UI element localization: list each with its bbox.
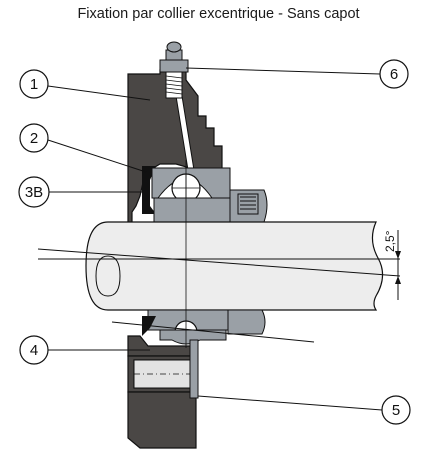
dim-arrow-bottom: [395, 276, 401, 284]
svg-text:3B: 3B: [25, 184, 43, 201]
seal-3b: [142, 166, 156, 214]
dim-arrow-top: [395, 251, 401, 259]
bolt-head: [189, 339, 199, 399]
svg-text:4: 4: [30, 342, 38, 359]
nipple-thread-lines: [165, 75, 183, 95]
grease-nipple-head: [166, 41, 182, 53]
callout-4: 4: [19, 335, 49, 365]
callout-2: 2: [19, 123, 49, 153]
housing-foot: [127, 391, 197, 449]
svg-text:6: 6: [390, 66, 398, 83]
grease-nipple-body: [159, 59, 189, 73]
callout-5: 5: [381, 395, 411, 425]
axis-line-tilted: [37, 248, 401, 277]
callout-6: 6: [379, 59, 409, 89]
diagram-title: Fixation par collier excentrique - Sans …: [77, 6, 360, 22]
angle-label: 2,5°: [383, 230, 397, 252]
outer-ring-bottom: [159, 329, 227, 345]
svg-text:2: 2: [30, 130, 38, 147]
callout-3b: 3B: [18, 176, 50, 208]
callout-1: 1: [19, 69, 49, 99]
shaft: [85, 221, 384, 311]
inner-ring-top: [153, 197, 241, 223]
svg-text:1: 1: [30, 76, 38, 93]
svg-text:5: 5: [392, 402, 400, 419]
eccentric-collar-bottom: [227, 309, 266, 335]
